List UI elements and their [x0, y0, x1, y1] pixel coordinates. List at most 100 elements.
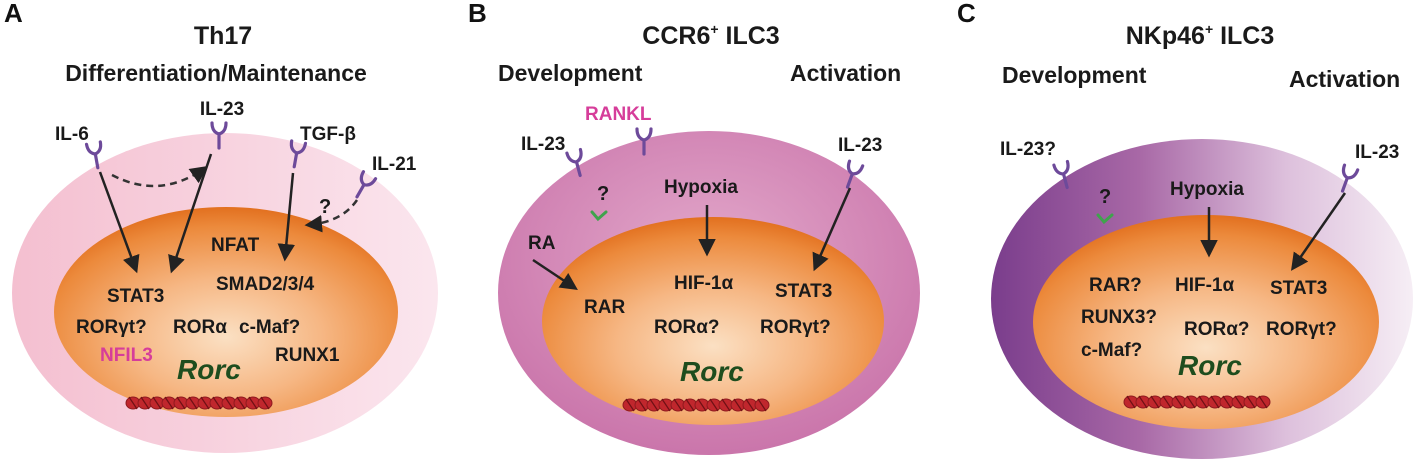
dna-strand: [685, 398, 695, 412]
dna-strand: [709, 398, 719, 412]
dna-strand: [188, 396, 198, 410]
gene-rorc-c: Rorc: [1178, 350, 1242, 381]
mol-hif1a-b: HIF-1α: [674, 273, 734, 294]
question-mark-b: ?: [597, 183, 609, 205]
mol-nfil3: NFIL3: [100, 345, 153, 366]
panel-c: C NKp46+ ILC3 Development Activation IL-…: [957, 0, 1413, 459]
dna-strand: [733, 398, 743, 412]
dna-helix-b: [622, 398, 770, 412]
panel-letter-a: A: [4, 0, 23, 28]
mol-stat3-c: STAT3: [1270, 278, 1327, 299]
question-mark-c: ?: [1099, 186, 1111, 208]
check-icon-c: [1096, 213, 1114, 225]
panel-b-title-sup: +: [710, 21, 718, 37]
label-hypoxia-c: Hypoxia: [1170, 179, 1244, 200]
mol-stat3: STAT3: [107, 286, 164, 307]
arrow-il23-stat3-b: [812, 187, 852, 272]
dna-strand: [1126, 395, 1136, 409]
mol-cmaf-c: c-Maf?: [1081, 340, 1142, 361]
dna-strand: [649, 398, 659, 412]
dna-strand: [1246, 395, 1256, 409]
panel-b-title-main: CCR6: [642, 22, 710, 50]
arrow-il6-stat3: [98, 171, 140, 274]
mol-hif1a-c: HIF-1α: [1175, 275, 1235, 296]
panel-c-title-sup: +: [1205, 21, 1213, 37]
panel-b: B CCR6+ ILC3 Development Activation RANK…: [468, 0, 920, 455]
mol-rora-b: RORα?: [654, 317, 720, 338]
panel-b-left-heading: Development: [498, 60, 643, 86]
dna-strand: [1138, 395, 1148, 409]
mol-runx1: RUNX1: [275, 345, 340, 366]
dna-strand: [1222, 395, 1232, 409]
dna-strand: [200, 396, 210, 410]
dna-strand: [661, 398, 671, 412]
mol-rora: RORα: [173, 317, 227, 338]
dashed-arrow-il21: [304, 199, 359, 233]
panel-a: A Th17 Differentiation/Maintenance IL-6 …: [4, 0, 438, 453]
panel-b-title: CCR6+ ILC3: [642, 21, 779, 50]
mol-rar-b: RAR: [584, 297, 625, 318]
dna-strand: [236, 396, 246, 410]
dna-strand: [625, 398, 635, 412]
dna-strand: [673, 398, 683, 412]
mol-rorgt: RORγt?: [76, 317, 147, 338]
panel-c-left-heading: Development: [1002, 62, 1147, 88]
label-il23-act-c: IL-23: [1355, 142, 1399, 163]
dashed-arrow-il6-il23: [111, 165, 208, 188]
mol-smad: SMAD2/3/4: [216, 274, 315, 295]
label-ra: RA: [528, 233, 556, 254]
check-icon: [590, 210, 608, 222]
arrow-tgfb-smad: [277, 172, 296, 262]
dna-strand: [248, 396, 258, 410]
panel-a-title: Th17: [194, 22, 252, 50]
dna-strand: [128, 396, 138, 410]
dna-strand: [164, 396, 174, 410]
dna-strand: [1258, 395, 1268, 409]
dna-strand: [152, 396, 162, 410]
question-mark-a: ?: [319, 196, 331, 218]
panel-b-right-heading: Activation: [790, 60, 901, 86]
arrow-il23-stat3-c: [1291, 192, 1347, 271]
dna-strand: [260, 396, 270, 410]
panel-c-title-main: NKp46: [1126, 22, 1205, 50]
dna-strand: [1174, 395, 1184, 409]
dna-strand: [1234, 395, 1244, 409]
mol-rar-c: RAR?: [1089, 275, 1142, 296]
dna-strand: [224, 396, 234, 410]
panel-letter-c: C: [957, 0, 976, 28]
label-il23-dev-c: IL-23?: [1000, 139, 1056, 160]
panel-c-title: NKp46+ ILC3: [1126, 21, 1275, 50]
dna-strand: [637, 398, 647, 412]
arrow-ra-rar: [532, 258, 578, 290]
dna-strand: [745, 398, 755, 412]
dna-strand: [1162, 395, 1172, 409]
mol-rorgt-b: RORγt?: [760, 317, 831, 338]
ccr6-nucleus: [542, 217, 884, 425]
dna-strand: [1210, 395, 1220, 409]
dna-strand: [176, 396, 186, 410]
dna-strand: [1198, 395, 1208, 409]
label-il23: IL-23: [200, 99, 244, 120]
mol-runx3-c: RUNX3?: [1081, 307, 1157, 328]
dna-strand: [140, 396, 150, 410]
mol-nfat: NFAT: [211, 235, 260, 256]
label-il21: IL-21: [372, 154, 417, 175]
mol-rorgt-c: RORγt?: [1266, 319, 1337, 340]
panel-a-subtitle: Differentiation/Maintenance: [65, 60, 367, 86]
gene-rorc-b: Rorc: [680, 356, 744, 387]
dna-strand: [1186, 395, 1196, 409]
mol-rora-c: RORα?: [1184, 319, 1250, 340]
mol-cmaf: c-Maf?: [239, 317, 300, 338]
dna-strand: [212, 396, 222, 410]
dna-strand: [697, 398, 707, 412]
label-il23-dev-b: IL-23: [521, 134, 565, 155]
panel-b-title-rest: ILC3: [719, 22, 780, 50]
dna-strand: [757, 398, 767, 412]
label-il6: IL-6: [55, 124, 89, 145]
dna-strand: [1150, 395, 1160, 409]
label-il23-act-b: IL-23: [838, 135, 882, 156]
dna-helix-a: [125, 396, 273, 410]
dna-helix-c: [1123, 395, 1271, 409]
label-rankl: RANKL: [585, 104, 652, 125]
